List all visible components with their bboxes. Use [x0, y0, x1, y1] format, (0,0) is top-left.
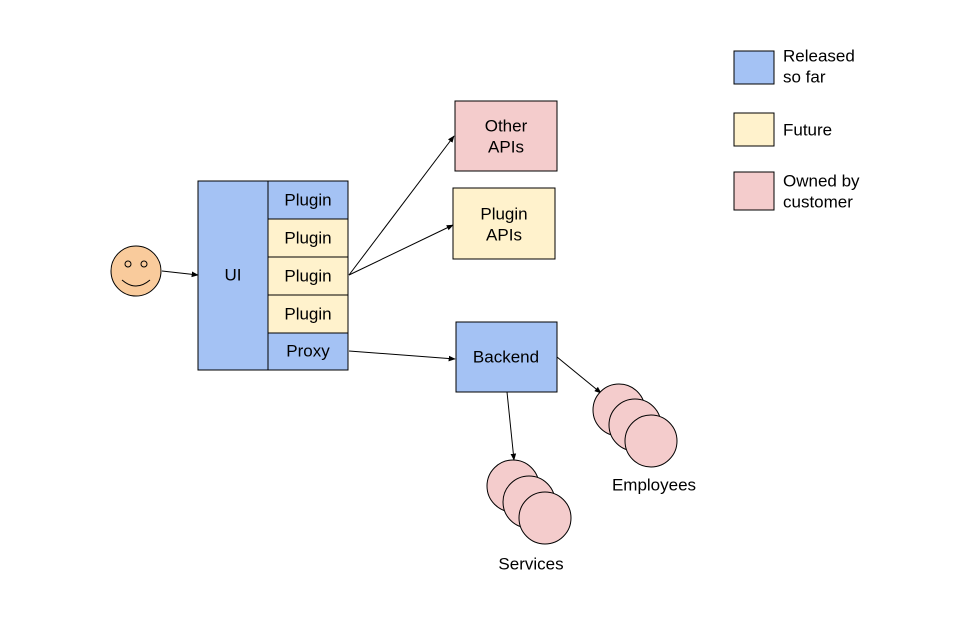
row-box [267, 218, 349, 258]
service-circle [518, 491, 572, 545]
ui-box [197, 180, 269, 371]
ui-row-plugin-2: Plugin [267, 218, 349, 258]
backend-node: Backend [455, 321, 558, 393]
row-label: Plugin [284, 228, 331, 247]
right-eye [140, 260, 148, 268]
row-box [267, 294, 349, 334]
row-box [267, 180, 349, 220]
row-box [267, 256, 349, 296]
legend-label-line2: so far [783, 67, 826, 86]
smiley-face-icon [110, 245, 162, 297]
ui-row-plugin-3: Plugin [267, 256, 349, 296]
legend-item-customer: Owned by customer [733, 171, 860, 211]
legend-label-line2: customer [783, 192, 853, 211]
arrow-backend-to-services [506, 391, 517, 461]
other-apis-node: Other APIs [454, 100, 558, 172]
legend-label-line1: Released [783, 46, 855, 65]
legend-label-line1: Owned by [783, 171, 860, 190]
connectors [161, 135, 602, 461]
ui-row-plugin-1: Plugin [267, 180, 349, 220]
arrow-proxy-to-backend [348, 350, 456, 362]
arrow-backend-to-employees [556, 356, 602, 394]
legend-item-future: Future [733, 112, 832, 147]
employees-label: Employees [612, 475, 696, 494]
smile [121, 279, 151, 287]
legend-item-released: Released so far [733, 46, 855, 86]
ui-row-plugin-4: Plugin [267, 294, 349, 334]
ui-row-proxy: Proxy [267, 332, 349, 371]
node-box [452, 187, 556, 260]
ui-label: UI [225, 265, 242, 284]
services-label: Services [498, 554, 563, 573]
legend-swatch [733, 50, 775, 85]
face-circle [110, 245, 162, 297]
arrow-user-to-ui [161, 270, 199, 278]
node-label-line1: Other [485, 116, 528, 135]
legend-swatch [733, 171, 775, 211]
ui-plugin-stack: Plugin Plugin Plugin Plugin Proxy [267, 180, 349, 371]
node-label-line2: APIs [488, 137, 524, 156]
employee-circle [624, 414, 678, 468]
plugin-apis-node: Plugin APIs [452, 187, 556, 260]
row-box [267, 332, 349, 371]
arrow-plugin-to-other-apis [348, 135, 455, 276]
arrow-plugin-to-plugin-apis [348, 224, 454, 276]
legend: Released so far Future Owned by customer [733, 46, 860, 211]
legend-label-line1: Future [783, 120, 832, 139]
node-label-line1: Plugin [480, 204, 527, 223]
node-box [454, 100, 558, 172]
legend-swatch [733, 112, 775, 147]
ui-block: UI [197, 180, 269, 371]
left-eye [124, 260, 132, 268]
row-label: Plugin [284, 190, 331, 209]
node-box [455, 321, 558, 393]
node-label: Backend [473, 347, 539, 366]
employees-group: Employees [592, 383, 696, 494]
row-label: Plugin [284, 266, 331, 285]
node-label-line2: APIs [486, 225, 522, 244]
row-label: Proxy [286, 341, 330, 360]
row-label: Plugin [284, 304, 331, 323]
services-group: Services [486, 459, 572, 573]
